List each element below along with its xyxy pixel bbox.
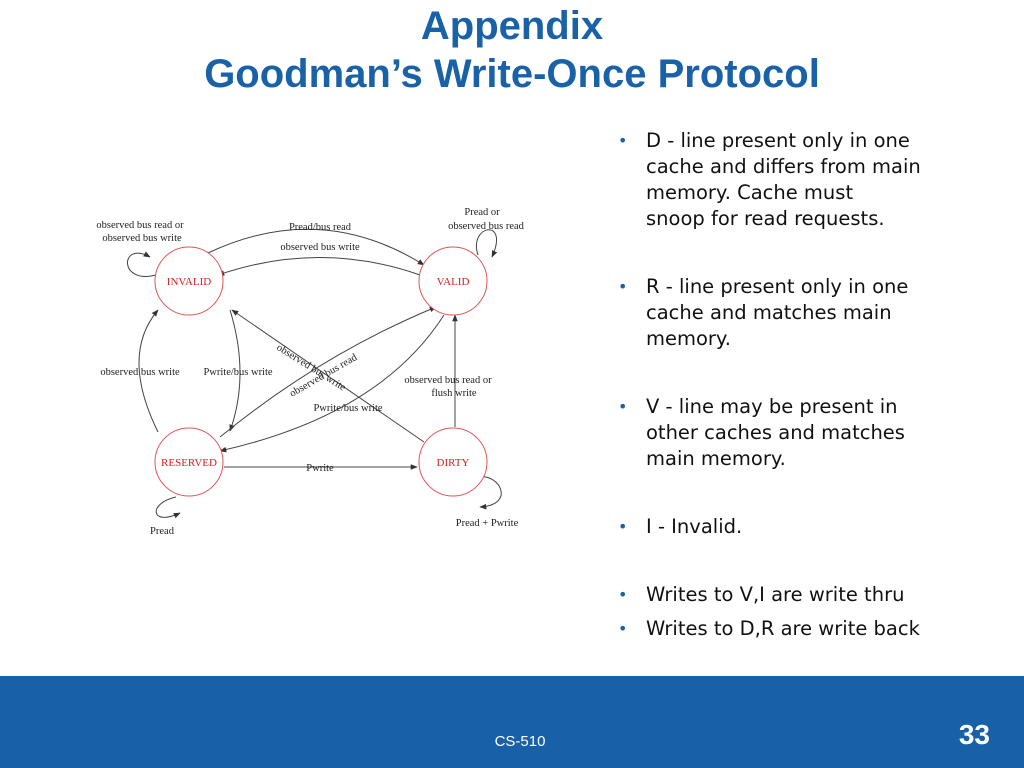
arrow-invalid-self: [127, 251, 157, 277]
slide-title: Appendix Goodman’s Write-Once Protocol: [0, 2, 1024, 98]
footer-bar: [0, 676, 1024, 768]
arrow-valid-to-invalid: [217, 257, 421, 276]
bullet-write-back: Writes to D,R are write back: [616, 616, 1016, 642]
arrow-invalid-to-valid: [207, 228, 425, 266]
label-invalid-self-1: observed bus read or: [96, 220, 184, 231]
label-dirty-to-valid-2: flush write: [431, 388, 477, 399]
state-reserved: RESERVED: [154, 427, 224, 497]
title-line-2: Goodman’s Write-Once Protocol: [204, 52, 820, 96]
bullet-d: D - line present only in one cache and d…: [616, 128, 1016, 232]
arrow-reserved-self: [155, 496, 181, 519]
bullet-i: I - Invalid.: [616, 514, 1016, 540]
arrow-valid-self: [475, 229, 498, 258]
state-invalid-label: INVALID: [167, 276, 211, 288]
bullet-write-thru: Writes to V,I are write thru: [616, 582, 1016, 608]
label-invalid-to-valid: Pread/bus read: [289, 222, 352, 233]
label-reserved-self: Pread: [150, 526, 175, 537]
label-dirty-to-valid-1: observed bus read or: [404, 375, 492, 386]
bullet-r: R - line present only in one cache and m…: [616, 274, 1016, 352]
label-invalid-to-reserved: Pwrite/bus write: [203, 367, 272, 378]
arrow-dirty-to-invalid: [231, 309, 425, 443]
label-valid-to-reserved: Pwrite/bus write: [313, 403, 382, 414]
label-valid-self-2: observed bus read: [448, 221, 525, 232]
arrow-valid-to-reserved: [219, 314, 445, 453]
arrow-reserved-to-invalid: [138, 309, 159, 433]
page-number: 33: [958, 719, 990, 750]
definition-list: D - line present only in one cache and d…: [616, 128, 1016, 642]
course-label: CS-510: [494, 733, 546, 750]
arrow-dirty-self: [477, 476, 502, 510]
label-reserved-to-dirty: Pwrite: [306, 463, 334, 474]
label-dirty-self: Pread + Pwrite: [456, 518, 519, 529]
label-reserved-to-invalid: observed bus write: [100, 367, 180, 378]
state-reserved-label: RESERVED: [161, 457, 217, 469]
bullet-v: V - line may be present in other caches …: [616, 394, 1016, 472]
state-invalid: INVALID: [154, 246, 224, 316]
state-valid-label: VALID: [437, 276, 470, 288]
state-dirty-label: DIRTY: [437, 457, 470, 469]
state-dirty: DIRTY: [418, 427, 488, 497]
label-valid-to-invalid: observed bus write: [280, 242, 360, 253]
arrow-invalid-to-reserved: [229, 309, 241, 432]
arrow-reserved-to-valid: [219, 306, 437, 438]
title-line-1: Appendix: [420, 4, 604, 48]
label-valid-self-1: Pread or: [464, 207, 500, 218]
state-diagram: INVALID VALID RESERVED DIRTY observed bu…: [96, 207, 525, 537]
state-valid: VALID: [418, 246, 488, 316]
label-invalid-self-2: observed bus write: [102, 233, 182, 244]
